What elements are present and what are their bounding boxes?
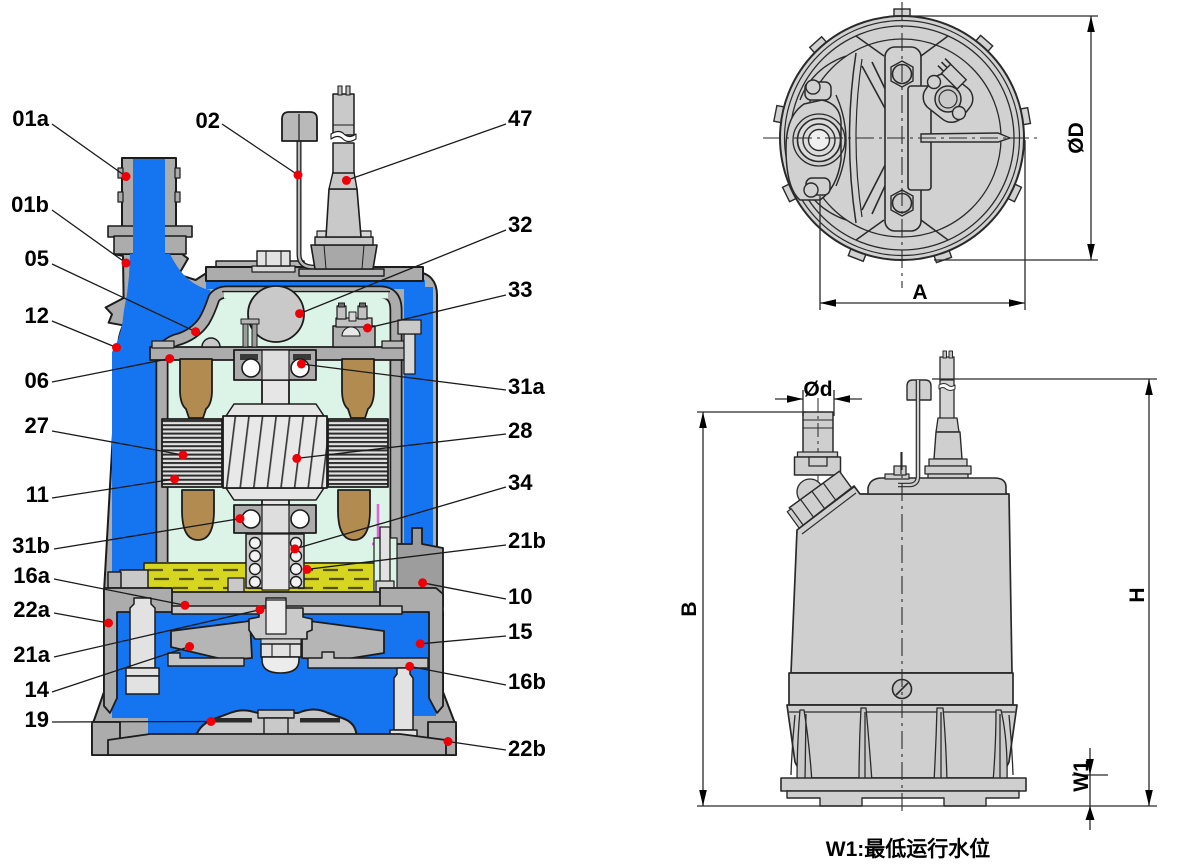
svg-text:21b: 21b (508, 528, 546, 553)
svg-text:31b: 31b (12, 533, 50, 558)
svg-text:H: H (1126, 587, 1149, 602)
svg-text:11: 11 (26, 482, 49, 507)
svg-text:33: 33 (508, 277, 532, 302)
svg-text:ØD: ØD (1065, 122, 1088, 154)
svg-text:A: A (912, 281, 927, 304)
svg-text:W1: W1 (1070, 760, 1093, 792)
svg-text:16b: 16b (508, 669, 546, 694)
svg-text:47: 47 (508, 106, 532, 131)
svg-text:32: 32 (508, 212, 532, 237)
svg-text:14: 14 (25, 677, 50, 702)
svg-text:31a: 31a (508, 374, 545, 399)
svg-text:W1:最低运行水位: W1:最低运行水位 (826, 837, 991, 861)
svg-text:06: 06 (25, 368, 49, 393)
svg-text:Ød: Ød (803, 378, 832, 401)
svg-text:01a: 01a (12, 106, 49, 131)
svg-text:01b: 01b (11, 192, 49, 217)
svg-text:22b: 22b (508, 736, 546, 761)
svg-text:28: 28 (508, 418, 532, 443)
svg-text:02: 02 (196, 108, 220, 133)
svg-text:05: 05 (25, 246, 49, 271)
svg-text:21a: 21a (13, 642, 50, 667)
svg-text:10: 10 (508, 584, 532, 609)
svg-text:16a: 16a (13, 563, 50, 588)
svg-text:12: 12 (25, 303, 49, 328)
svg-text:B: B (678, 601, 701, 616)
svg-text:22a: 22a (13, 597, 50, 622)
svg-text:19: 19 (25, 707, 49, 732)
svg-text:15: 15 (508, 619, 532, 644)
svg-text:34: 34 (508, 470, 533, 495)
svg-text:27: 27 (25, 413, 49, 438)
